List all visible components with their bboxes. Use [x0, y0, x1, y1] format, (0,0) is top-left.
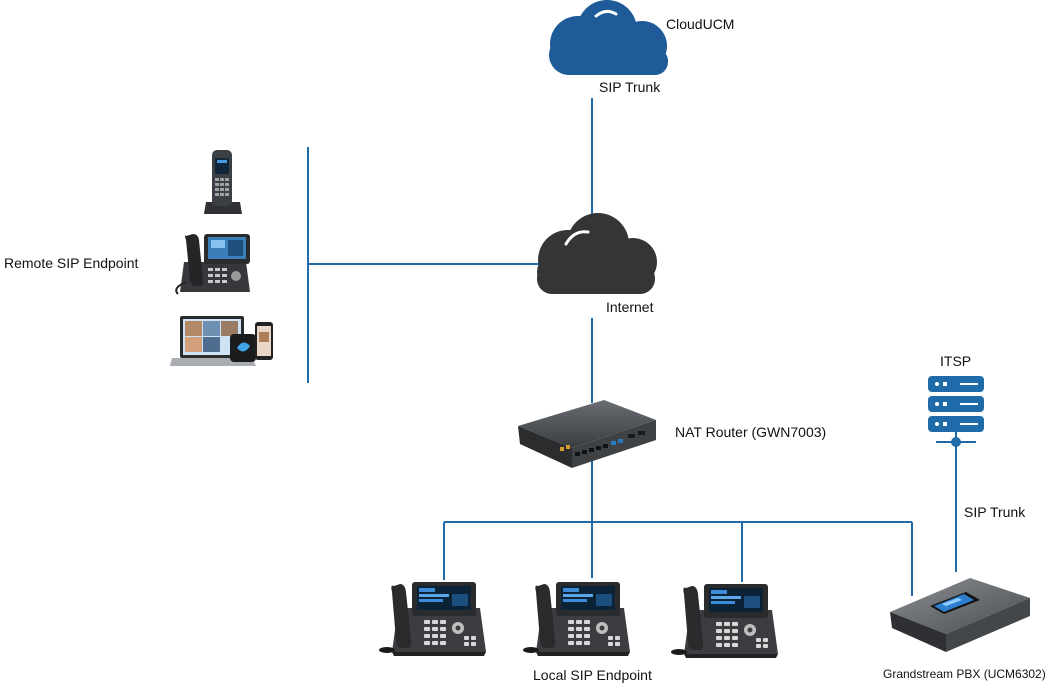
local-ip-phone-2 [523, 582, 630, 656]
local-sip-endpoint-label: Local SIP Endpoint [533, 667, 652, 683]
sip-trunk-right-label: SIP Trunk [964, 504, 1026, 520]
sip-trunk-top-label: SIP Trunk [599, 79, 661, 95]
clouducm-cloud-icon [549, 0, 668, 75]
connection-lines [307, 98, 957, 596]
local-ip-phone-1 [379, 582, 486, 656]
remote-desk-phone-icon [175, 234, 250, 295]
pbx-label: Grandstream PBX (UCM6302) [883, 667, 1046, 681]
cordless-phone-icon [204, 150, 242, 214]
itsp-label: ITSP [940, 353, 972, 369]
local-ip-phone-3 [671, 584, 778, 658]
clouducm-label: CloudUCM [666, 16, 735, 32]
internet-cloud-icon [537, 213, 657, 294]
internet-label: Internet [606, 299, 654, 315]
nat-router-label: NAT Router (GWN7003) [675, 424, 827, 440]
softphone-laptop-icon [170, 316, 273, 366]
router-icon [518, 400, 656, 468]
pbx-appliance-icon [890, 578, 1030, 652]
itsp-server-icon [928, 376, 984, 447]
remote-sip-endpoint-label: Remote SIP Endpoint [4, 255, 139, 271]
